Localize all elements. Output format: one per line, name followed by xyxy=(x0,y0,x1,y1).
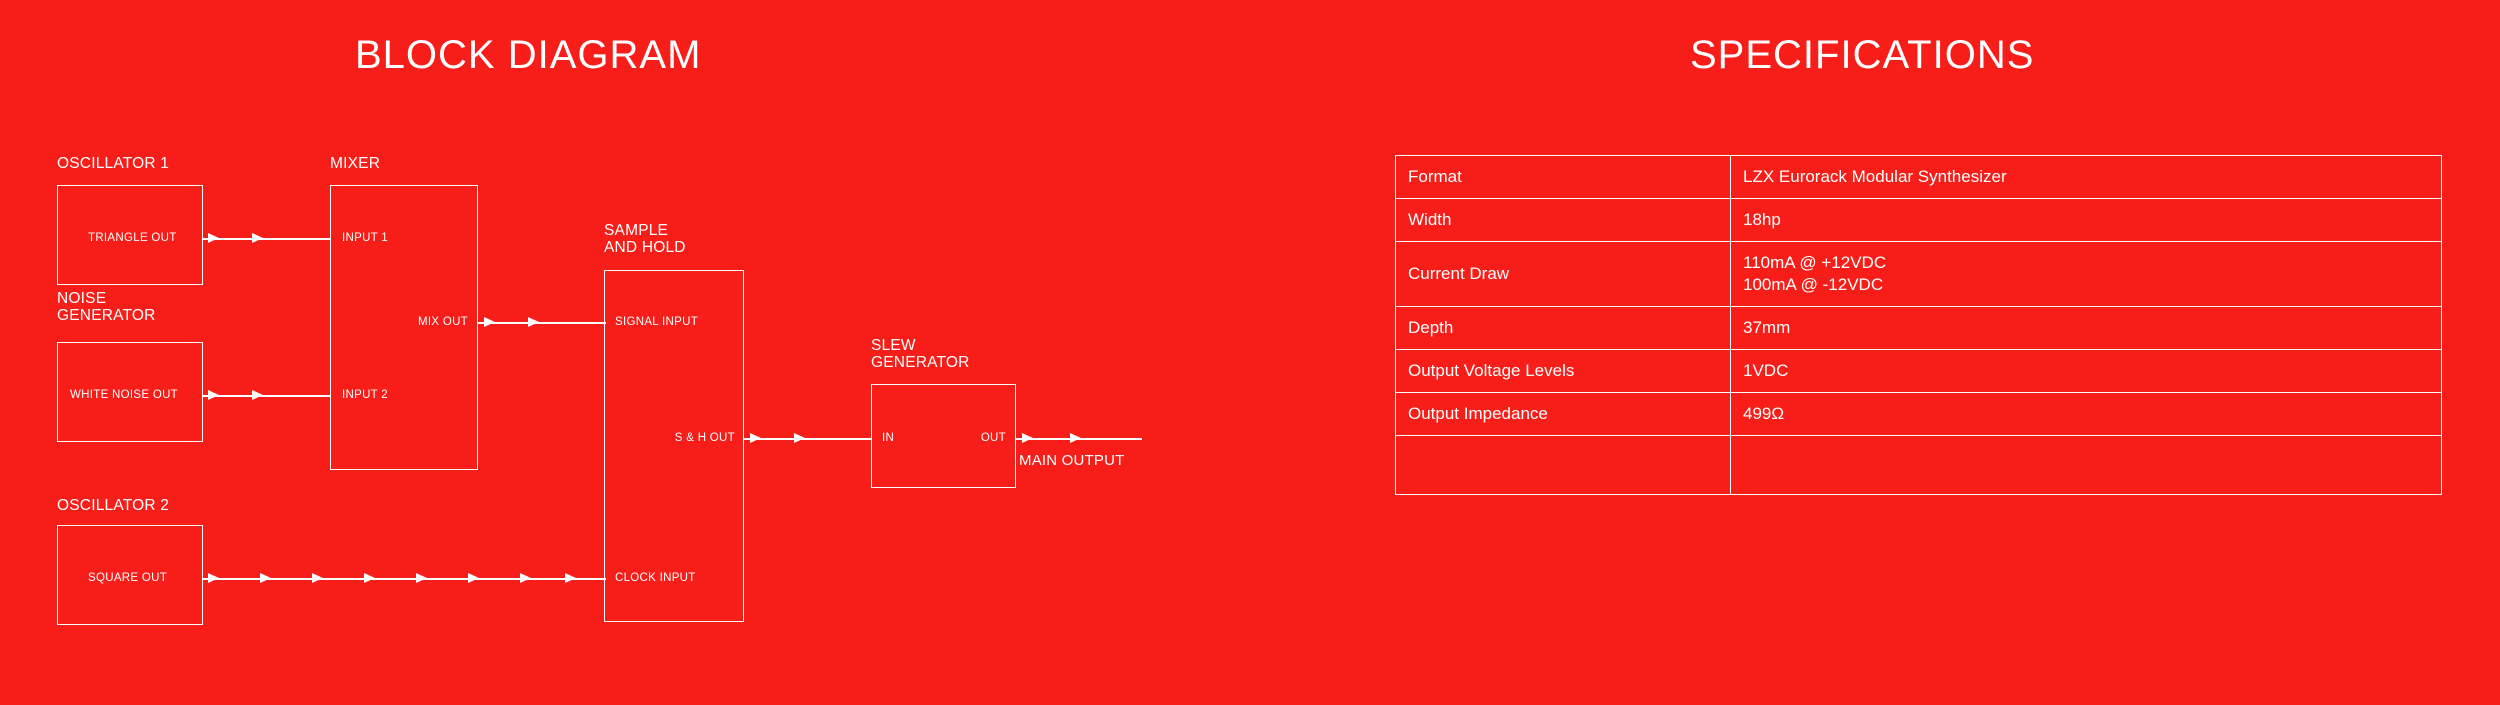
arrow-icon xyxy=(528,317,539,327)
spec-value-cell: 37mm xyxy=(1730,306,2442,350)
table-row xyxy=(1395,435,2442,495)
arrow-icon xyxy=(520,573,531,583)
wire-osc1-to-mixer xyxy=(203,238,330,240)
block-diagram-panel: BLOCK DIAGRAM OSCILLATOR 1 TRIANGLE OUT … xyxy=(57,33,1142,625)
spec-key-cell: Output Impedance xyxy=(1395,392,1731,436)
arrow-icon xyxy=(252,390,263,400)
arrow-icon xyxy=(794,433,805,443)
arrow-icon xyxy=(1070,433,1081,443)
wire-osc2-to-sample-hold xyxy=(203,578,606,580)
node-title-slew-generator: SLEW GENERATOR xyxy=(871,337,970,371)
port-label-input-2: INPUT 2 xyxy=(342,389,388,401)
port-label-slew-out: OUT xyxy=(980,432,1006,444)
arrow-icon xyxy=(260,573,271,583)
node-box-oscillator-1 xyxy=(57,185,203,285)
node-box-noise-generator xyxy=(57,342,203,442)
spec-key-cell: Depth xyxy=(1395,306,1731,350)
wire-noise-to-mixer xyxy=(203,395,330,397)
node-title-mixer: MIXER xyxy=(330,155,381,172)
wire-mixer-to-sample-hold xyxy=(478,322,606,324)
port-label-mix-out: MIX OUT xyxy=(417,316,468,328)
spec-key-cell xyxy=(1395,435,1731,495)
port-label-s-and-h-out: S & H OUT xyxy=(674,432,735,444)
port-label-white-noise-out: WHITE NOISE OUT xyxy=(70,389,178,401)
spec-key-cell: Output Voltage Levels xyxy=(1395,349,1731,393)
spec-value-cell: 110mA @ +12VDC 100mA @ -12VDC xyxy=(1730,241,2442,307)
arrow-icon xyxy=(416,573,427,583)
spec-key-cell: Current Draw xyxy=(1395,241,1731,307)
arrow-icon xyxy=(208,390,219,400)
port-label-square-out: SQUARE OUT xyxy=(88,572,168,584)
arrow-icon xyxy=(1022,433,1033,443)
node-box-mixer xyxy=(330,185,478,470)
arrow-icon xyxy=(208,233,219,243)
spec-value-cell: 499Ω xyxy=(1730,392,2442,436)
node-title-noise-generator: NOISE GENERATOR xyxy=(57,290,156,324)
node-title-oscillator-2: OSCILLATOR 2 xyxy=(57,497,170,514)
arrow-icon xyxy=(484,317,495,327)
port-label-slew-in: IN xyxy=(882,432,895,444)
spec-key-cell: Format xyxy=(1395,155,1731,199)
node-title-sample-and-hold: SAMPLE AND HOLD xyxy=(604,222,686,256)
arrow-icon xyxy=(468,573,479,583)
spec-value-cell: 1VDC xyxy=(1730,349,2442,393)
port-label-clock-input: CLOCK INPUT xyxy=(615,572,696,584)
node-box-oscillator-2 xyxy=(57,525,203,625)
spec-value-cell xyxy=(1730,435,2442,495)
arrow-icon xyxy=(252,233,263,243)
arrow-icon xyxy=(750,433,761,443)
page-title-specifications: SPECIFICATIONS xyxy=(1690,33,2035,77)
wire-sample-hold-to-slew xyxy=(744,438,872,440)
port-label-signal-input: SIGNAL INPUT xyxy=(615,316,699,328)
arrow-icon xyxy=(565,573,576,583)
arrow-icon xyxy=(364,573,375,583)
main-output-label: MAIN OUTPUT xyxy=(1019,452,1125,469)
port-label-input-1: INPUT 1 xyxy=(342,232,388,244)
arrow-icon xyxy=(208,573,219,583)
page-title-block-diagram: BLOCK DIAGRAM xyxy=(355,33,702,77)
port-label-triangle-out: TRIANGLE OUT xyxy=(88,232,177,244)
spec-key-cell: Width xyxy=(1395,198,1731,242)
node-title-oscillator-1: OSCILLATOR 1 xyxy=(57,155,170,172)
spec-value-cell: LZX Eurorack Modular Synthesizer xyxy=(1730,155,2442,199)
node-box-slew-generator xyxy=(871,384,1016,488)
spec-value-cell: 18hp xyxy=(1730,198,2442,242)
arrow-icon xyxy=(312,573,323,583)
node-box-sample-and-hold xyxy=(604,270,744,622)
